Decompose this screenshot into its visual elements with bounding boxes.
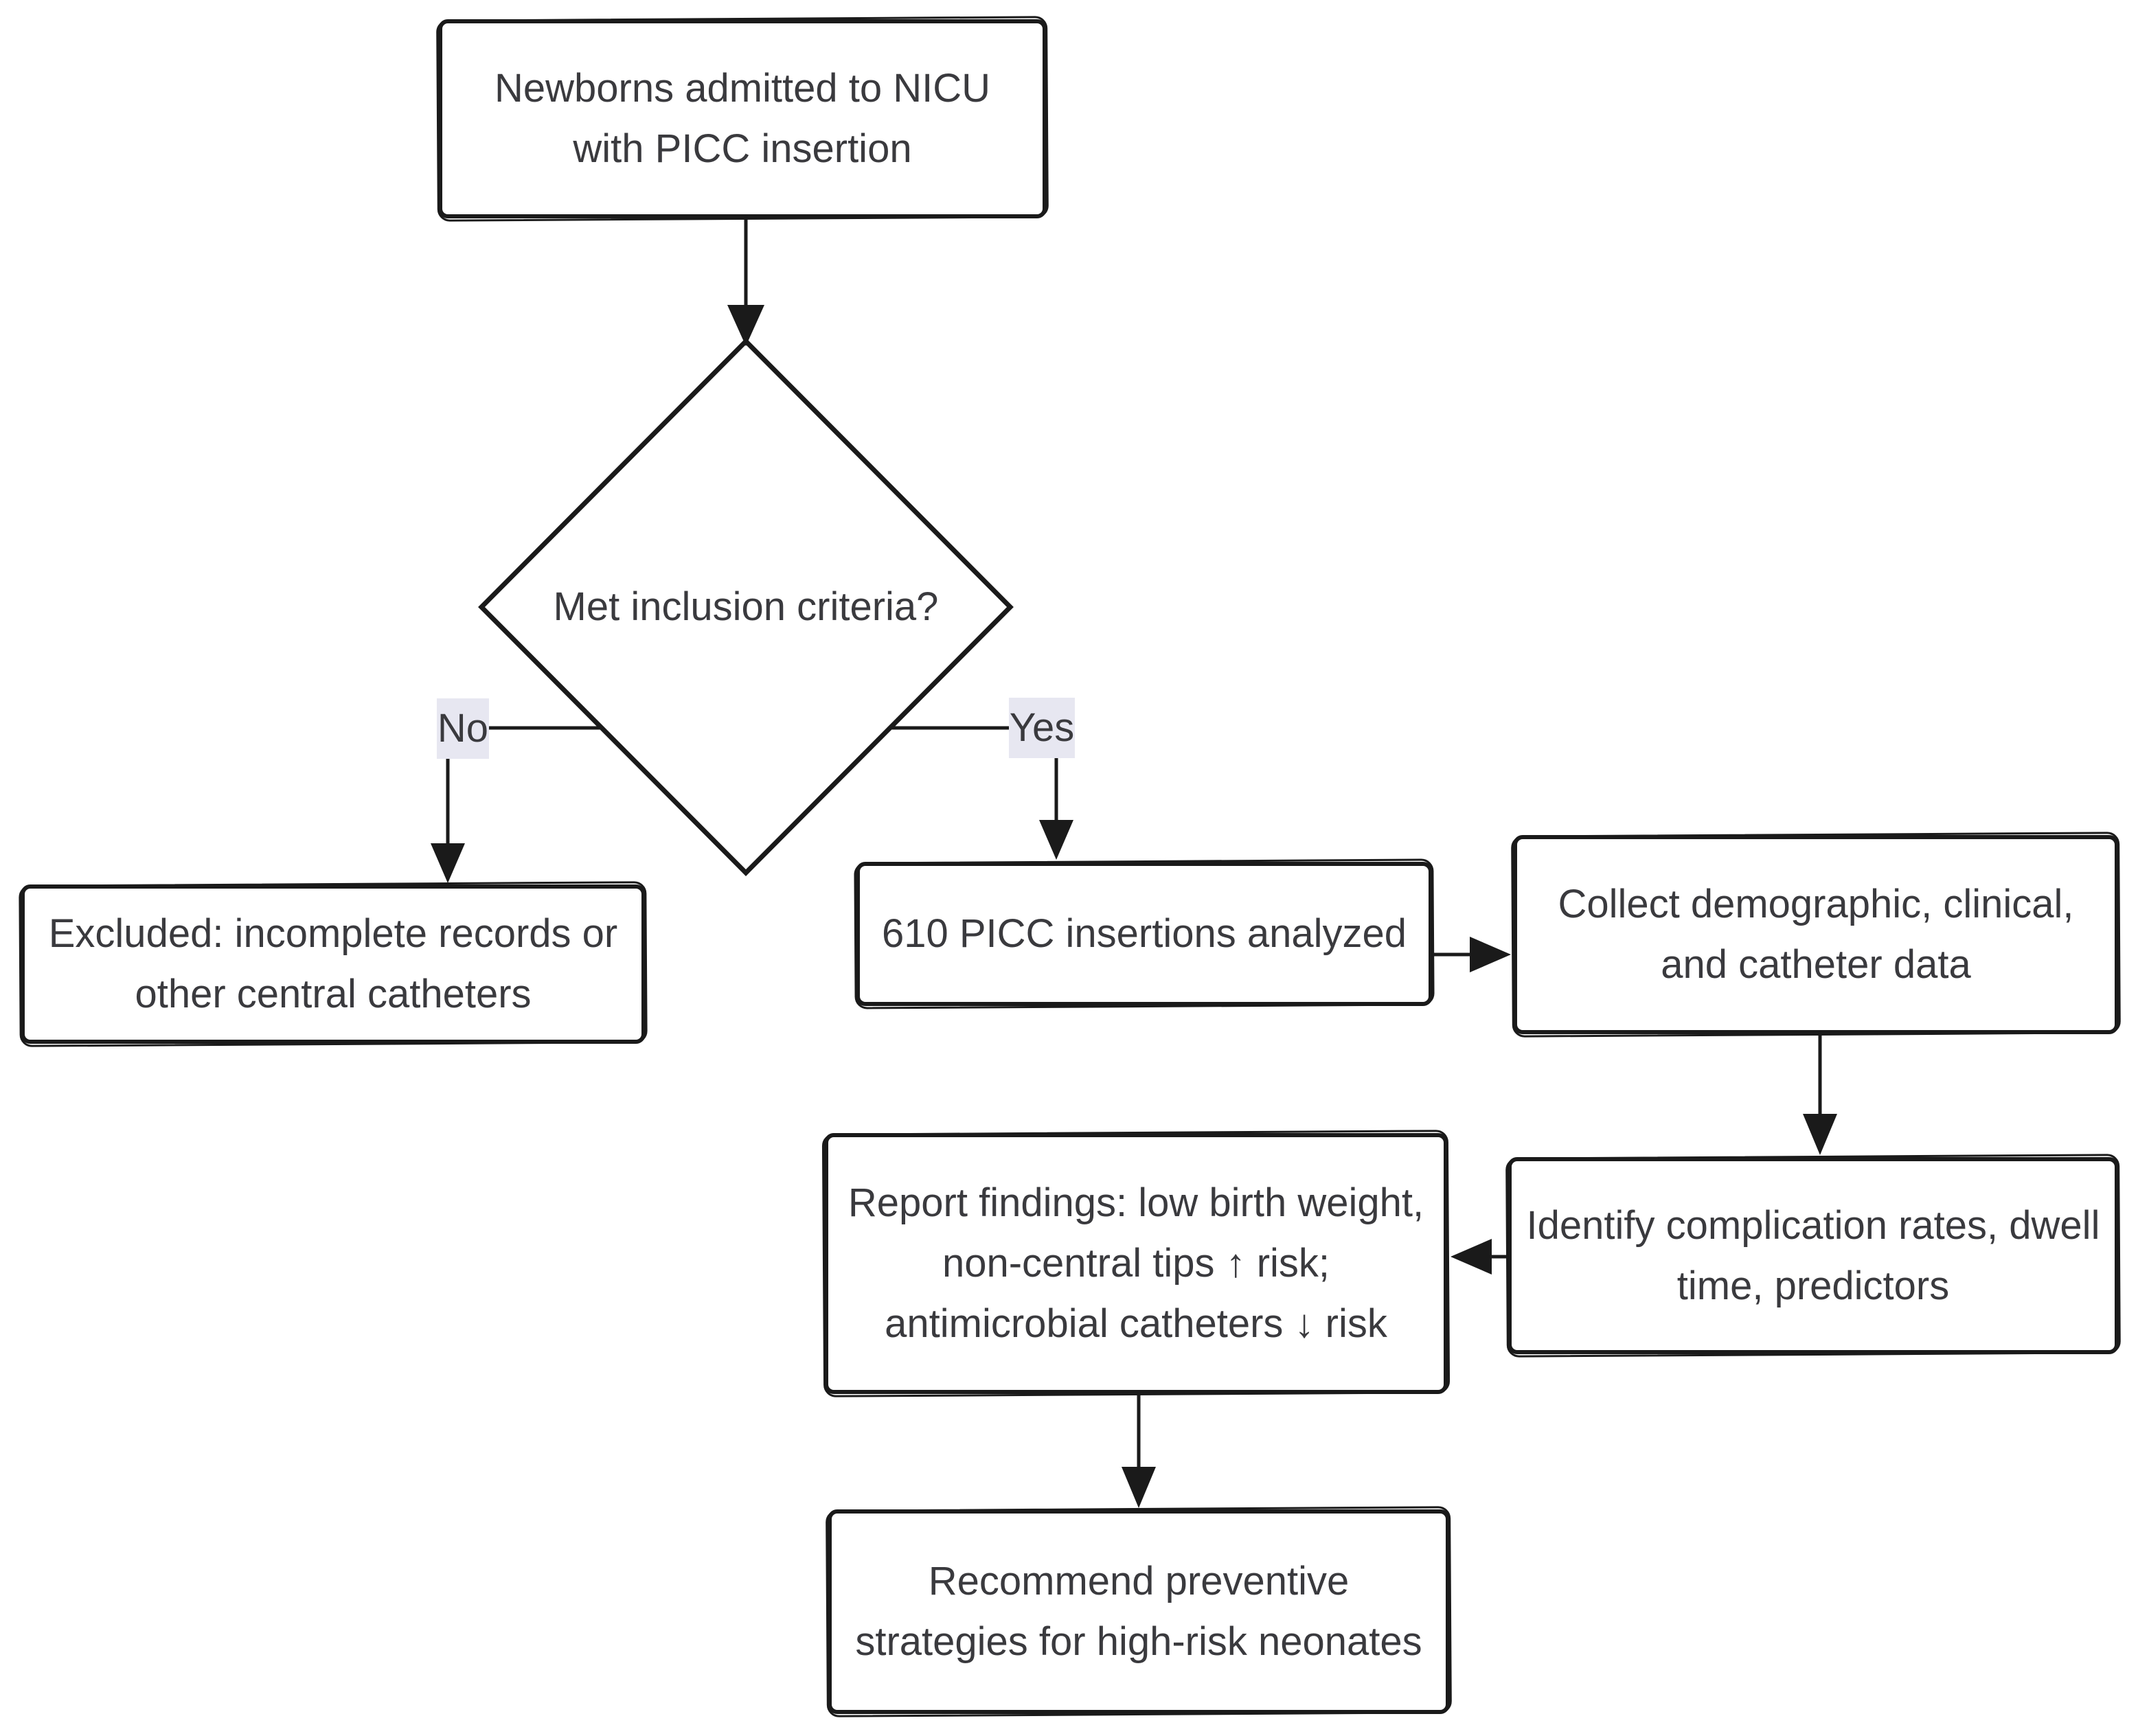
arrow-identify-to-report	[1451, 1239, 1507, 1275]
start-node-text-line: Newborns admitted to NICU	[494, 66, 991, 111]
collect-node-text-line: Collect demographic, clinical,	[1558, 882, 2074, 926]
report-node-text-line: antimicrobial catheters ↓ risk	[885, 1301, 1387, 1346]
report-node-text-line: Report findings: low birth weight,	[848, 1180, 1424, 1225]
start-node-text-line: with PICC insertion	[573, 126, 912, 171]
arrow-report-to-recommend	[1122, 1394, 1156, 1508]
report-node: Report findings: low birth weight, non-c…	[824, 1133, 1448, 1394]
arrow-start-to-decision	[727, 218, 764, 346]
arrow-analyzed-to-collect	[1433, 937, 1511, 972]
recommend-node-text-line: strategies for high-risk neonates	[855, 1619, 1422, 1664]
decision-diamond	[478, 338, 1014, 876]
identify-node-text-line: Identify complication rates, dwell	[1526, 1202, 2100, 1248]
excluded-node-text-line: other central catheters	[135, 972, 532, 1016]
start-node: Newborns admitted to NICU with PICC inse…	[438, 19, 1047, 218]
decision-label: Met inclusion criteria?	[553, 584, 939, 629]
collect-node: Collect demographic, clinical, and cathe…	[1513, 835, 2119, 1034]
arrow-yes-to-analyzed	[1039, 758, 1073, 860]
identify-node: Identify complication rates, dwell time,…	[1508, 1157, 2119, 1354]
yes-branch-label: Yes	[1009, 698, 1075, 758]
excluded-node-text-line: Excluded: incomplete records or	[48, 911, 618, 956]
collect-node-text-line: and catheter data	[1661, 942, 1971, 987]
recommend-node: Recommend preventive strategies for high…	[828, 1509, 1450, 1714]
arrow-no-to-excluded	[431, 759, 465, 883]
no-branch-label: No	[437, 698, 489, 759]
analyzed-node: 610 PICC insertions analyzed	[856, 862, 1433, 1006]
excluded-node: Excluded: incomplete records or other ce…	[21, 884, 646, 1044]
identify-node-text-line: time, predictors	[1676, 1263, 1950, 1308]
recommend-node-text-line: Recommend preventive	[928, 1559, 1350, 1603]
arrow-collect-to-identify	[1803, 1034, 1837, 1155]
analyzed-node-text-line: 610 PICC insertions analyzed	[881, 911, 1407, 956]
report-node-text-line: non-central tips ↑ risk;	[942, 1241, 1330, 1286]
